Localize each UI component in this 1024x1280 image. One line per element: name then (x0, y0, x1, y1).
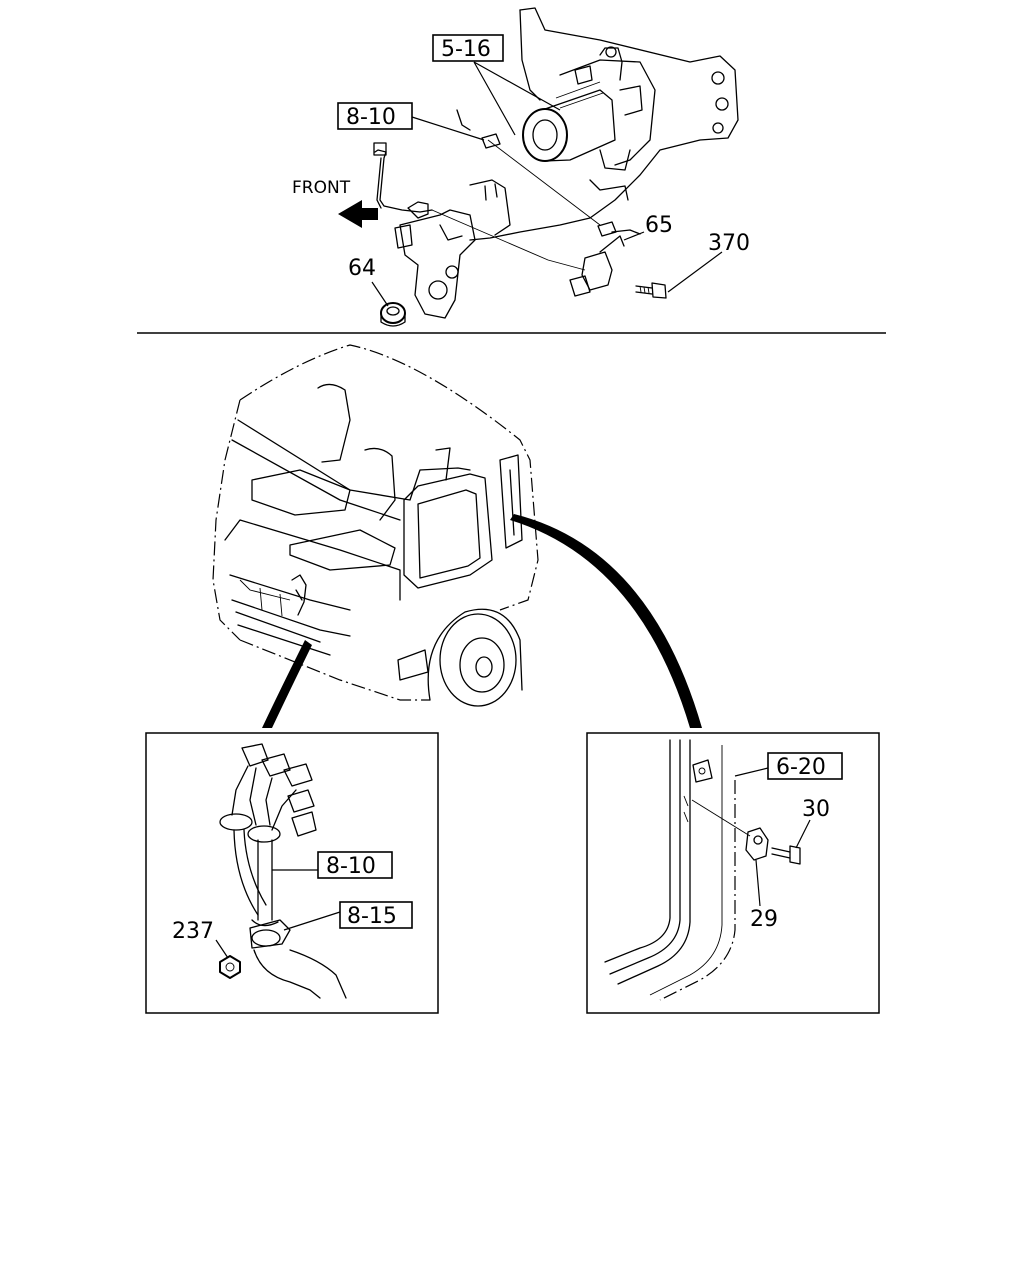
ref-6-20: 6-20 (776, 755, 826, 780)
ref-box-8-10-left (317, 851, 393, 879)
valve-unit (522, 46, 656, 201)
part-65: 65 (645, 213, 673, 238)
ref-box-5-16 (432, 34, 504, 62)
part-370: 370 (708, 231, 750, 256)
part-29: 29 (750, 907, 778, 932)
sensor-65 (569, 221, 641, 297)
right-detail-panel: 6-20 30 29 (586, 732, 880, 1014)
part-237: 237 (172, 919, 214, 944)
ref-8-10-left: 8-10 (326, 854, 376, 879)
ref-box-6-20 (767, 752, 843, 780)
front-arrow-icon (338, 200, 378, 228)
ref-box-8-15 (339, 901, 413, 929)
part-64: 64 (348, 256, 376, 281)
top-assembly: 5-16 8-10 FRONT 65 370 64 (292, 7, 750, 327)
truck-cab (212, 344, 702, 728)
ref-8-10-top: 8-10 (346, 105, 396, 130)
callout-arc-left (262, 640, 312, 728)
sensor-bracket (394, 209, 476, 319)
nut-64 (380, 302, 406, 327)
part-30: 30 (802, 797, 830, 822)
front-label: FRONT (292, 178, 351, 198)
bolt-370 (635, 282, 667, 299)
ref-5-16: 5-16 (441, 37, 491, 62)
ref-8-15: 8-15 (347, 904, 397, 929)
ref-box-8-10-top (337, 102, 413, 130)
left-detail-panel: 8-10 8-15 237 (145, 732, 439, 1014)
callout-arc-right (510, 514, 702, 728)
